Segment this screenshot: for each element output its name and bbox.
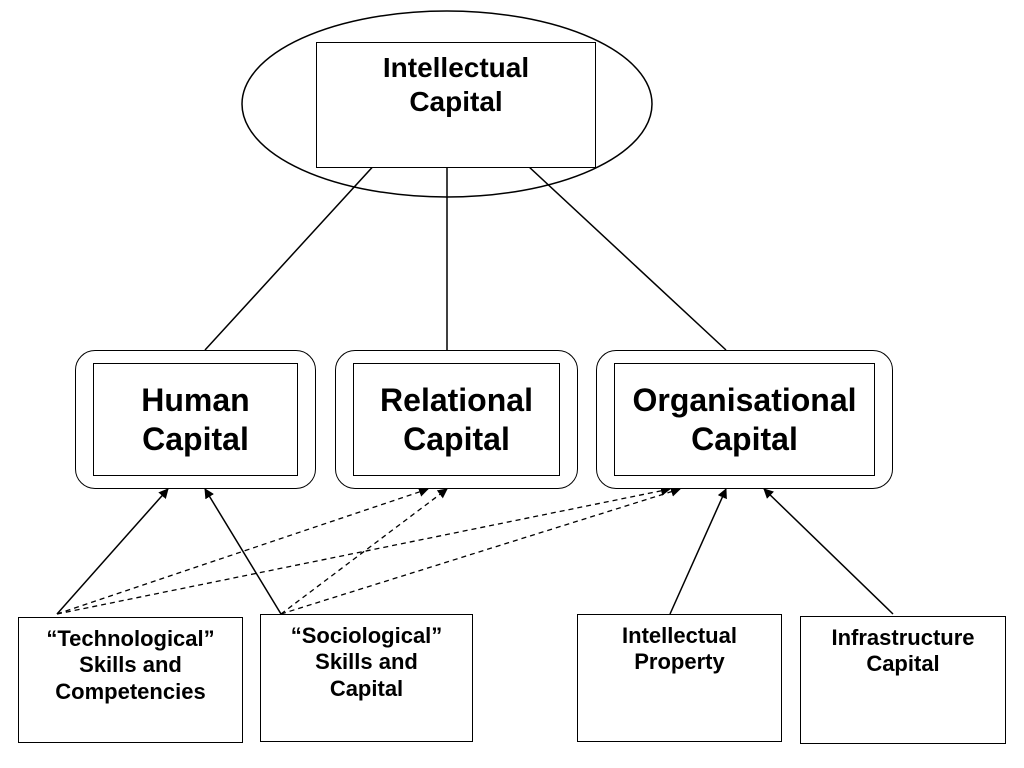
arrow-sociological-to-human [204, 488, 282, 615]
human-capital-label: Human Capital [141, 382, 250, 457]
organisational-capital-label: Organisational Capital [632, 382, 857, 457]
technological-skills-box: “Technological” Skills and Competencies [18, 617, 243, 743]
organisational-capital-box: Organisational Capital [614, 363, 875, 476]
dashed-arrow-technological-to-relational [56, 487, 429, 615]
dashed-arrow-sociological-to-organisational [280, 486, 681, 615]
arrow-infrastructure-to-organisational [763, 488, 894, 615]
arrow-intellectual-property-to-organisational [669, 488, 727, 615]
sociological-skills-box: “Sociological” Skills and Capital [260, 614, 473, 742]
arrow-technological-to-human [56, 488, 169, 615]
technological-skills-label: “Technological” Skills and Competencies [46, 626, 215, 704]
intellectual-capital-box: Intellectual Capital [316, 42, 596, 168]
human-capital-box: Human Capital [93, 363, 298, 476]
infrastructure-capital-box: Infrastructure Capital [800, 616, 1006, 744]
relational-capital-label: Relational Capital [380, 382, 533, 457]
intellectual-property-box: Intellectual Property [577, 614, 782, 742]
sociological-skills-label: “Sociological” Skills and Capital [290, 623, 443, 701]
intellectual-property-label: Intellectual Property [622, 623, 737, 675]
intellectual-capital-label: Intellectual Capital [382, 52, 530, 117]
infrastructure-capital-label: Infrastructure Capital [831, 625, 975, 677]
relational-capital-box: Relational Capital [353, 363, 560, 476]
dashed-arrow-sociological-to-relational [280, 488, 448, 615]
